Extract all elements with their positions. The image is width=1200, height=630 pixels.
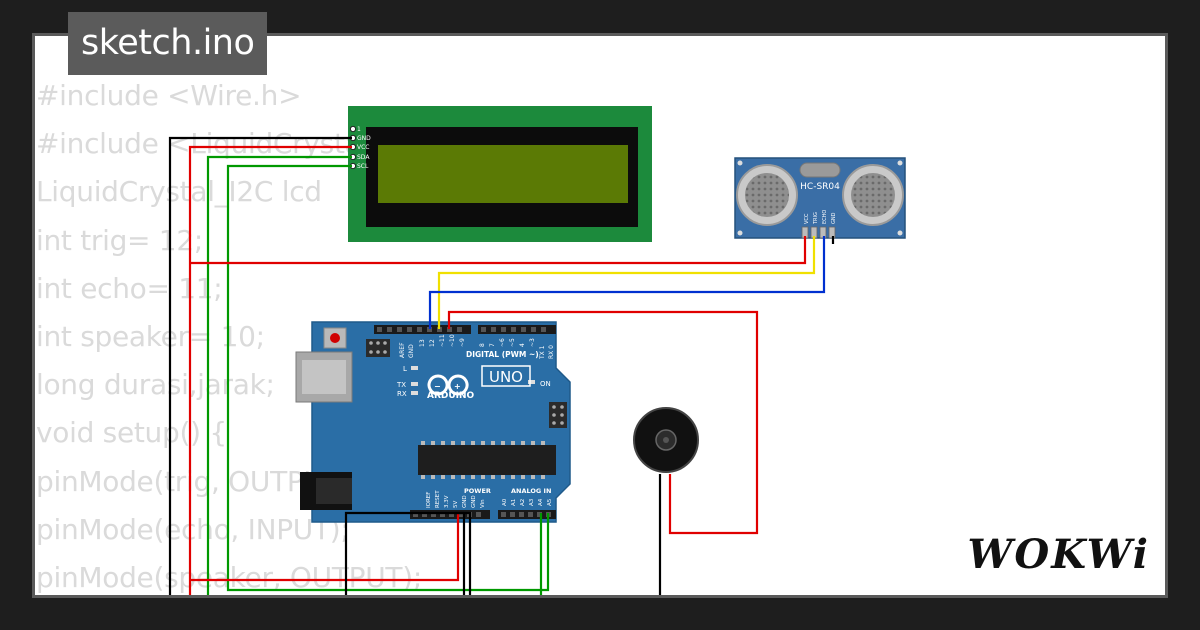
wire-sensor-trig[interactable]	[437, 236, 816, 329]
power-header: POWER IOREF RESET 3.3V 5V GND GND Vin	[410, 487, 491, 519]
crystal	[799, 162, 841, 178]
digital-pin-label: 4	[519, 343, 526, 347]
analog-pin-label: A3	[529, 498, 535, 506]
code-line: LiquidCrystal_I2C lcd	[36, 175, 322, 209]
wire-lcd-gnd[interactable]	[168, 136, 352, 595]
digital-pin-label: ~9	[459, 338, 466, 347]
arduino-uno-board[interactable]: AREF GND 13 12 ~11 ~10 ~9 8 7 ~6 ~5 4 ~3…	[295, 321, 571, 523]
on-led-label: ON	[540, 380, 551, 388]
led-label: L	[403, 365, 407, 373]
wire-lcd-vcc[interactable]	[188, 145, 352, 595]
wire-buzzer-signal[interactable]	[447, 310, 759, 535]
digital-pin-label: 7	[489, 343, 496, 347]
piezo-buzzer[interactable]	[633, 407, 699, 473]
icsp-header	[366, 339, 390, 357]
power-section-label: POWER	[464, 487, 491, 495]
digital-pin-label: GND	[408, 344, 415, 358]
sensor-pin-label: ECHO	[822, 210, 828, 224]
lcd-pin-label: SCL	[357, 163, 369, 170]
board-model: UNO	[489, 368, 523, 386]
digital-pin-label: ~5	[509, 338, 516, 347]
digital-pin-label: ~6	[499, 338, 506, 347]
wire-sensor-vcc[interactable]	[190, 236, 807, 265]
lcd-pin-label: VCC	[357, 144, 369, 151]
code-background: #include <Wire.h>#include <LiquidCrystal…	[36, 72, 477, 602]
code-line: int trig= 12;	[36, 223, 203, 257]
code-line: pinMode(echo, INPUT);	[36, 512, 350, 546]
digital-pin-label: AREF	[399, 342, 406, 358]
digital-pin-label: ~10	[449, 334, 456, 347]
code-line: pinMode(speaker, OUTPUT);	[36, 560, 422, 594]
power-pin-label: IOREF	[426, 492, 432, 508]
code-line: #include <Wire.h>	[36, 79, 302, 112]
wire-gnd[interactable]	[344, 511, 464, 595]
wire-sensor-echo[interactable]	[428, 236, 826, 329]
file-tab[interactable]: sketch.ino	[68, 12, 268, 75]
power-pin-label: GND	[471, 495, 477, 508]
wokwi-logo: WOKWi	[967, 531, 1150, 578]
analog-pin-label: A1	[511, 499, 517, 506]
lcd-module[interactable]: 1 GND VCC SDA SCL	[348, 106, 652, 242]
sensor-pin-label: GND	[831, 212, 837, 224]
arduino-logo: − + UNO ARDUINO	[427, 365, 531, 401]
power-pin-label: Vin	[480, 499, 486, 508]
lcd-screen	[378, 145, 628, 203]
wire-gnd-3[interactable]	[455, 511, 472, 595]
ultrasonic-sensor[interactable]: HC-SR04 VCC TRIG ECHO GND	[734, 157, 906, 239]
digital-section-label: DIGITAL (PWM ~)	[466, 350, 539, 359]
lcd-pin-label: SDA	[357, 154, 370, 161]
analog-pin-label: A4	[538, 498, 544, 506]
digital-pin-label: RX 0	[548, 345, 555, 359]
wires	[168, 136, 835, 595]
status-leds: L TX RX ON	[396, 365, 551, 398]
lcd-pin-label: GND	[357, 135, 371, 142]
wire-lcd-sda[interactable]	[206, 155, 352, 595]
digital-pin-label: ~11	[439, 334, 446, 347]
icsp-header-2	[549, 402, 567, 428]
board-logo-text: ARDUINO	[427, 391, 475, 401]
power-pin-label: 3.3V	[444, 495, 450, 508]
circuit-diagram: 1 GND VCC SDA SCL HC-SR04 VCC TRIG ECH	[168, 106, 906, 595]
power-pin-label: GND	[462, 495, 468, 508]
svg-text:+: +	[454, 382, 461, 391]
svg-text:−: −	[434, 382, 441, 391]
digital-header: AREF GND 13 12 ~11 ~10 ~9 8 7 ~6 ~5 4 ~3…	[374, 325, 556, 360]
lcd-pin[interactable]	[349, 125, 357, 133]
lcd-pin-label: 1	[357, 126, 361, 133]
sensor-label: HC-SR04	[800, 182, 840, 192]
digital-pin-label: TX 1	[539, 345, 546, 360]
wire-lcd-scl[interactable]	[226, 164, 550, 592]
analog-pin-label: A5	[547, 498, 553, 506]
digital-pin-label: 8	[479, 343, 486, 347]
code-line: void setup() {	[36, 416, 227, 450]
power-pin-label: 5V	[453, 501, 459, 508]
sensor-pin-label: VCC	[804, 213, 810, 224]
wire-5v[interactable]	[190, 513, 460, 582]
led-label: TX	[396, 381, 406, 389]
digital-pin-label: 13	[419, 339, 426, 347]
digital-pin-label: 12	[429, 339, 436, 347]
digital-pin-label: ~3	[529, 338, 536, 347]
analog-pin-label: A0	[502, 498, 508, 506]
led-label: RX	[397, 390, 407, 398]
analog-section-label: ANALOG IN	[511, 487, 551, 495]
analog-pin-label: A2	[520, 499, 526, 506]
code-line: int echo= 11;	[36, 271, 223, 305]
atmega-chip	[418, 441, 556, 479]
power-pin-label: RESET	[435, 490, 441, 508]
sensor-pin-label: TRIG	[813, 212, 819, 225]
